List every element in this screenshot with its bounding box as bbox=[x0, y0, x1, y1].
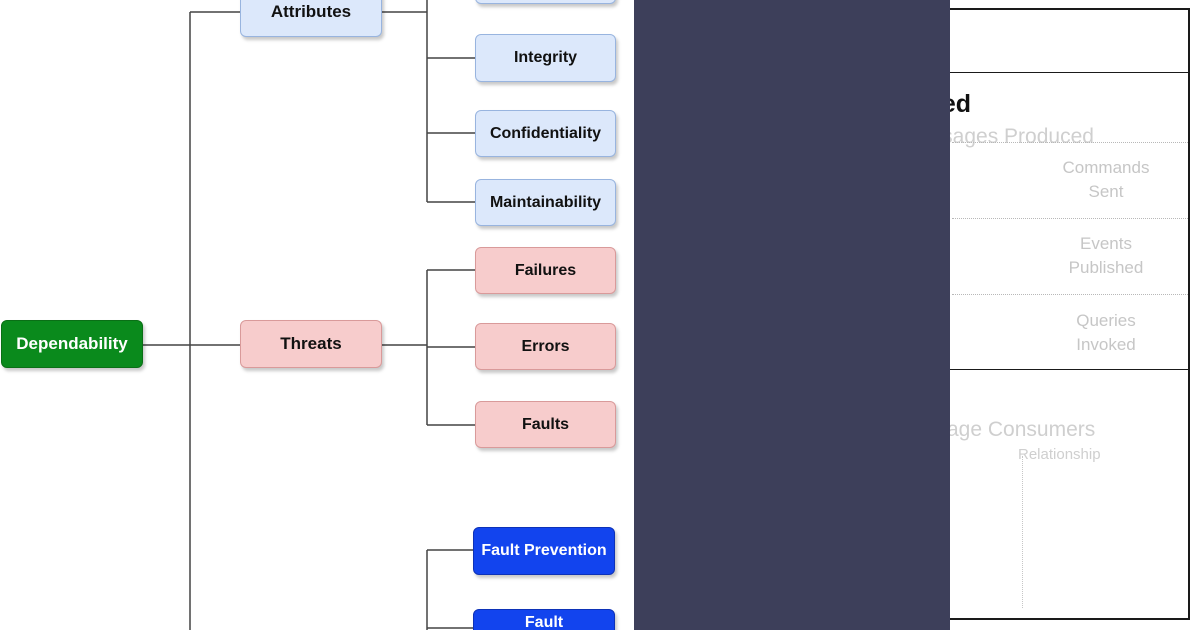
node-integrity: Integrity bbox=[475, 34, 616, 82]
dependability-tree-panel: Dependability Attributes Threats Integri… bbox=[1, 0, 616, 630]
attribute-node-cutoff bbox=[475, 0, 616, 4]
consumers-column-divider bbox=[1022, 456, 1023, 608]
produced-row-divider bbox=[952, 142, 1188, 143]
produced-row-divider bbox=[952, 218, 1188, 219]
root-node-dependability: Dependability bbox=[1, 320, 143, 368]
messages-produced-heading: essages Produced bbox=[950, 125, 1094, 148]
produced-section-divider bbox=[950, 369, 1188, 370]
card-title: ced bbox=[950, 90, 972, 118]
relationship-column-header: Relationship bbox=[1018, 446, 1101, 463]
node-errors: Errors bbox=[475, 323, 616, 370]
node-faults: Faults bbox=[475, 401, 616, 448]
node-fault-prevention: Fault Prevention bbox=[473, 527, 615, 575]
node-confidentiality: Confidentiality bbox=[475, 110, 616, 157]
node-maintainability: Maintainability bbox=[475, 179, 616, 226]
node-fault: Fault bbox=[473, 609, 615, 630]
node-threats: Threats bbox=[240, 320, 382, 368]
node-failures: Failures bbox=[475, 247, 616, 294]
tree-connectors bbox=[143, 0, 475, 630]
card-header-divider bbox=[950, 72, 1188, 73]
node-attributes: Attributes bbox=[240, 0, 382, 37]
produced-row-divider bbox=[952, 294, 1188, 295]
dark-divider-band bbox=[634, 0, 950, 630]
message-consumers-heading: ssage Consumers bbox=[950, 418, 1096, 441]
